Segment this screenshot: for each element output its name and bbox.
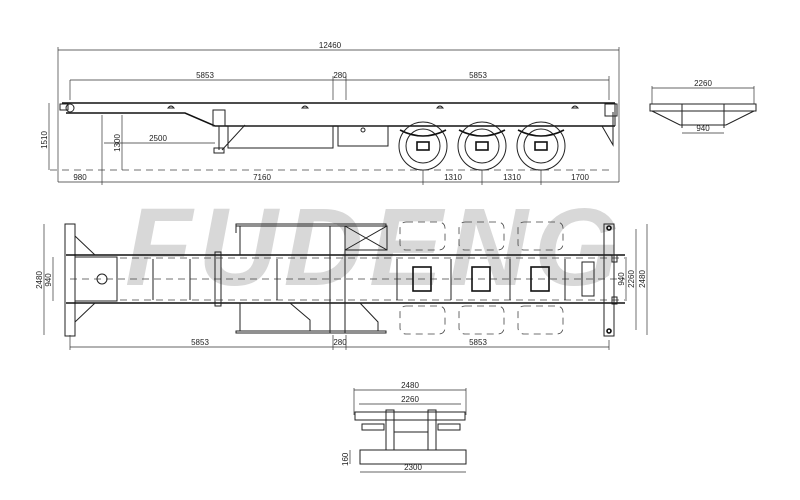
dim-top-rear-section: 5853 (469, 338, 487, 347)
top-view: 2480 940 (35, 221, 648, 350)
dim-cross-base-width: 2300 (404, 463, 422, 472)
rear-end-view: 2260 940 (649, 79, 757, 134)
dim-middle-gap: 280 (333, 71, 347, 80)
cross-section-view: 2480 2260 160 2300 (341, 381, 467, 473)
dim-overall-length: 12460 (319, 41, 342, 50)
dim-front-outer-width: 2480 (35, 271, 44, 289)
dim-top-middle-gap: 280 (333, 338, 347, 347)
top-axle-groups (396, 221, 595, 335)
dim-kingpin-offset: 980 (73, 173, 87, 182)
dim-axle-spacing-2: 1310 (503, 173, 521, 182)
dim-rear-inner-width: 940 (617, 272, 626, 286)
dim-axle-spacing-1: 1310 (444, 173, 462, 182)
dim-rear-mid-width: 2260 (627, 270, 636, 288)
dim-front-inner-width: 940 (44, 273, 53, 287)
dim-kingpin-to-axle: 7160 (253, 173, 271, 182)
dim-gooseneck-length: 2500 (149, 134, 167, 143)
dim-front-section: 5853 (196, 71, 214, 80)
watermark: FUDENG (125, 186, 625, 309)
dim-cross-beam-height: 160 (341, 452, 350, 466)
dim-top-front-section: 5853 (191, 338, 209, 347)
side-view: 12460 5853 280 5853 (40, 41, 620, 185)
dim-rear-section: 5853 (469, 71, 487, 80)
dim-end-inner-width: 940 (696, 124, 710, 133)
dim-rear-outer-width: 2480 (638, 270, 647, 288)
axle-wheels (398, 121, 566, 171)
dim-rear-overhang: 1700 (571, 173, 589, 182)
dim-cross-twistlock-width: 2260 (401, 395, 419, 404)
dim-cross-overall-width: 2480 (401, 381, 419, 390)
dim-total-height: 1510 (40, 131, 49, 149)
dim-end-width: 2260 (694, 79, 712, 88)
